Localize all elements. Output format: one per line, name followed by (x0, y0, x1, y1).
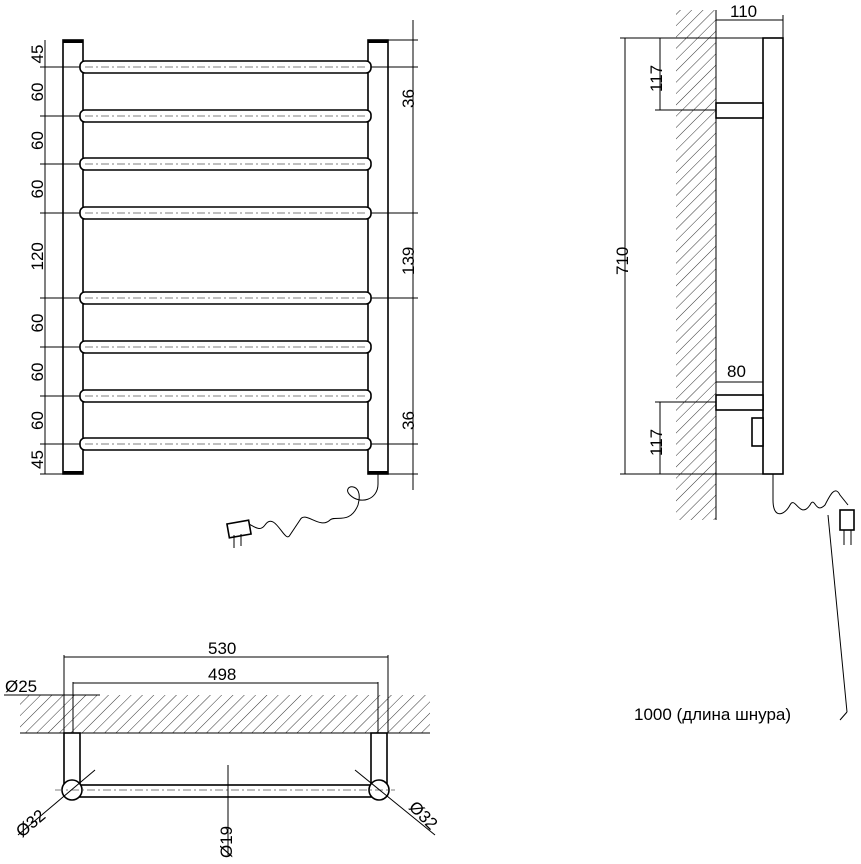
dim-side-bottom-offset: 117 (647, 429, 666, 456)
dim-left-3: 60 (28, 131, 47, 150)
dim-left-7: 60 (28, 363, 47, 382)
dim-post-diameter-right: Ø32 (405, 797, 441, 833)
dim-left-4: 60 (28, 180, 47, 199)
dim-axis-width: 498 (208, 665, 236, 684)
dim-side-height: 710 (613, 247, 632, 275)
dim-left-9: 45 (28, 450, 47, 469)
dim-post-diameter-left: Ø32 (12, 806, 49, 841)
dim-overall-width: 530 (208, 639, 236, 658)
dim-left-1: 45 (28, 45, 47, 64)
dim-right-bottom: 36 (399, 411, 418, 430)
top-view: 530 498 Ø25 Ø32 Ø19 Ø32 (4, 639, 441, 858)
dim-left-8: 60 (28, 411, 47, 430)
bottom-bracket (715, 394, 764, 411)
rails (79, 60, 372, 451)
wall-hatch-top (20, 695, 430, 733)
front-view: 45 60 60 60 120 60 60 60 45 36 139 36 (28, 20, 418, 548)
plug-icon (226, 519, 252, 548)
side-post (762, 37, 784, 475)
dim-wall-tube-diameter: Ø25 (5, 677, 37, 696)
left-post (62, 39, 84, 475)
heater-box (751, 417, 764, 447)
dim-left-2: 60 (28, 83, 47, 102)
side-cord (772, 474, 849, 515)
side-plug-icon (839, 509, 855, 545)
dim-bracket-depth: 80 (727, 362, 746, 381)
dim-left-6: 60 (28, 314, 47, 333)
power-cord (244, 474, 379, 538)
top-rail (79, 784, 372, 798)
dim-side-top-offset: 117 (647, 65, 666, 92)
side-view: 110 710 117 117 80 1000 (длина шнура) (613, 2, 855, 724)
top-bracket (715, 102, 764, 119)
dim-left-5: 120 (28, 242, 47, 270)
dim-right-middle: 139 (399, 247, 418, 275)
dim-side-width: 110 (730, 2, 757, 21)
dim-rail-diameter: Ø19 (217, 826, 236, 858)
wall-hatch (676, 10, 716, 520)
right-post (367, 39, 389, 475)
cord-length-label: 1000 (длина шнура) (634, 705, 791, 724)
dim-right-top: 36 (399, 89, 418, 108)
